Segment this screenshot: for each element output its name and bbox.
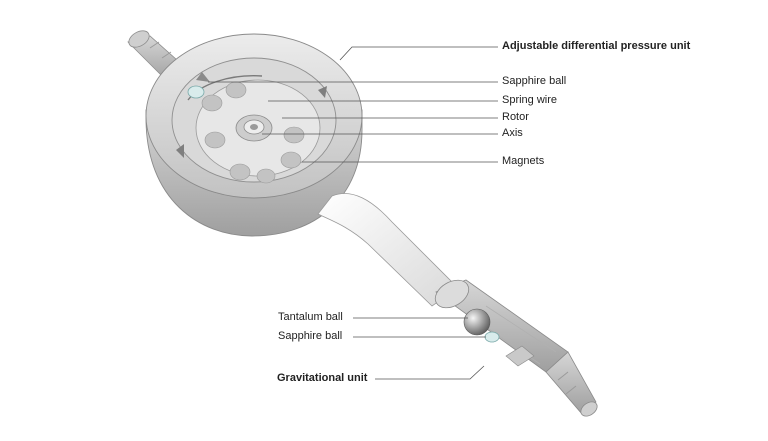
label-gravitational-unit: Gravitational unit <box>277 372 368 384</box>
label-rotor: Rotor <box>502 111 529 123</box>
label-sapphire-ball-bottom: Sapphire ball <box>278 330 343 342</box>
gravitational-unit-body <box>434 279 598 417</box>
magnets <box>201 81 305 184</box>
label-adjustable-unit: Adjustable differential pressure unit <box>502 40 691 52</box>
tantalum-ball <box>463 308 491 336</box>
sapphire-ball-top <box>187 85 205 99</box>
leader-lines <box>208 46 498 380</box>
label-tantalum-ball: Tantalum ball <box>278 311 343 323</box>
label-magnets: Magnets <box>502 155 545 167</box>
connecting-tube <box>317 193 459 307</box>
label-spring-wire: Spring wire <box>502 94 558 106</box>
sapphire-ball-bottom <box>484 331 500 343</box>
label-axis: Axis <box>502 127 523 139</box>
label-sapphire-ball-top: Sapphire ball <box>502 75 567 87</box>
axis <box>235 114 273 142</box>
